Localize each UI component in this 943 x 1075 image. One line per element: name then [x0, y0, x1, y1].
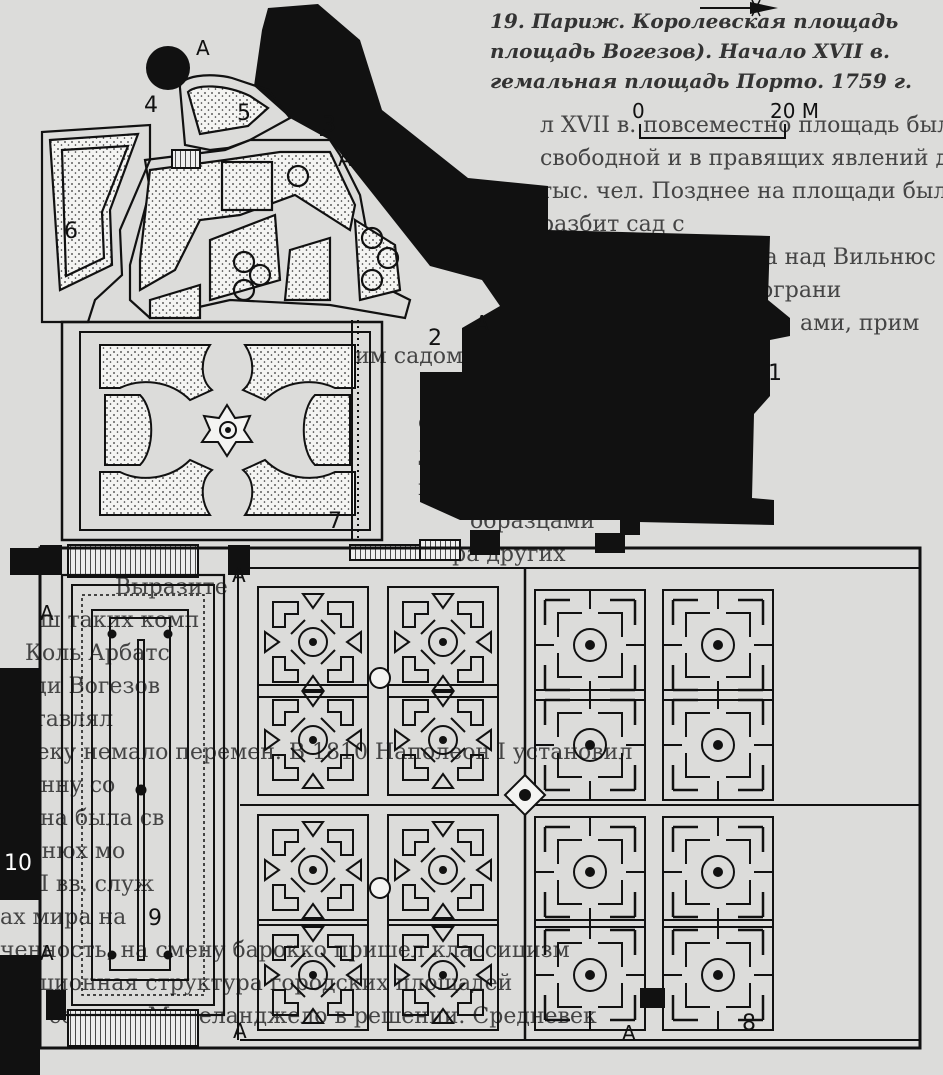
label-4: 4: [144, 93, 158, 118]
round-tower: [146, 46, 190, 90]
main-building: [254, 4, 790, 525]
label-6: 6: [64, 219, 78, 244]
label-1: 1: [768, 361, 782, 386]
parterre-ornaments: [257, 586, 775, 1032]
plan-labels: 1 2 3 4 5 6 7 8 9 10 A A A A A A A A: [4, 36, 782, 1045]
label-a: A: [338, 147, 352, 171]
label-a: A: [475, 311, 489, 335]
label-2: 2: [428, 326, 442, 351]
label-9: 9: [148, 906, 162, 931]
body-text-line: л XVII в. повсеместно площадь была: [540, 113, 943, 138]
caption-line-1: 19. Париж. Королевская площадь: [490, 9, 898, 33]
label-3: 3: [322, 113, 336, 138]
body-text-line: м веку немало перемен. В 1810 Наполеон I…: [0, 740, 632, 765]
cross-parterre: [60, 320, 384, 542]
body-text-line: Выразите: [115, 575, 228, 600]
body-text-line: ах мира на: [0, 905, 126, 930]
upper-garden: [40, 74, 412, 324]
body-text-line: ограни: [760, 278, 841, 303]
label-a: A: [233, 1019, 247, 1043]
label-a: A: [622, 1021, 636, 1045]
label-7: 7: [328, 509, 342, 534]
body-text-line: озиционная структура городских площадей: [0, 971, 512, 996]
scale-bar: 0 20 М: [632, 99, 819, 139]
caption-line-3: гемальная площадь Порто. 1759 г.: [490, 69, 912, 93]
body-text-line: ш таких комп: [40, 608, 199, 633]
label-5: 5: [237, 101, 251, 126]
side-wing: [0, 668, 40, 900]
body-text-line: Коль Арбатс: [25, 641, 170, 666]
scale-max: 20 М: [770, 99, 819, 123]
label-8: 8: [742, 1011, 756, 1036]
caption-line-2: площадь Вогезов). Начало XVII в.: [490, 39, 890, 63]
body-text-line: свободной и в правящих явлений до: [540, 146, 943, 171]
label-a: A: [40, 941, 54, 965]
label-a: A: [196, 36, 210, 60]
building-masses: [0, 4, 790, 1075]
scale-zero: 0: [632, 99, 645, 123]
label-a: A: [40, 601, 54, 625]
north-arrow-icon: [700, 0, 778, 17]
body-text-line: тыс. чел. Позднее на площади была: [540, 179, 943, 204]
body-text-line: тра других: [440, 542, 566, 567]
label-a: A: [232, 563, 246, 587]
body-text-line: ами, прим: [800, 311, 919, 336]
label-10: 10: [4, 851, 32, 876]
